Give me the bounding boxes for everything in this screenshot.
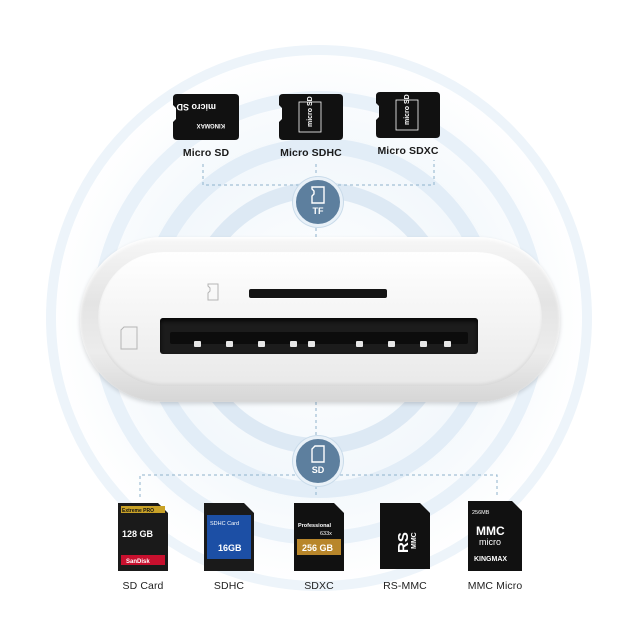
sd-card-slot [160,318,478,354]
micro-sd-card-1: micro SD KINGMAX [173,94,239,140]
slot-pin [290,341,297,347]
sandisk-capacity: 128 GB [122,529,154,539]
sandisk-series: Extreme PRO [122,508,154,514]
label-micro-sd: Micro SD [182,147,230,159]
sdxc-series: Professional [298,523,331,529]
ripple-ring-1 [46,45,592,591]
sd-badge-label: SD [311,465,325,475]
tf-badge: TF [293,177,343,227]
sdhc-capacity: 16GB [218,543,242,553]
label-micro-sdhc: Micro SDHC [280,147,342,159]
rs-mmc-sub: MMC [411,532,418,549]
micro-sdhc-card: micro SD [279,94,343,140]
slot-pin [308,341,315,347]
micro-sdxc-card: micro SD [376,92,440,138]
sdxc-speed: 633x [320,531,332,537]
mmc-micro-card: 256MB MMC micro KINGMAX [468,501,522,571]
sdhc-header: SDHC Card [210,521,239,527]
micro-sdhc-print: micro SD [307,96,314,127]
sd-slot-contacts [170,332,468,347]
label-mmc-micro: MMC Micro [467,580,523,592]
micro-sdxc-print: micro SD [404,94,411,125]
rs-mmc-print: RS [395,532,412,553]
micro-sd-print: micro SD [176,102,216,112]
sdxc-capacity: 256 GB [302,543,334,553]
sd-card-icon [311,445,325,463]
sd-badge: SD [293,436,343,486]
slot-pin [194,341,201,347]
slot-pin [226,341,233,347]
sd-card-sandisk: Extreme PRO 128 GB SanDisk [118,503,168,571]
sd-slot-icon [120,326,138,350]
label-rs-mmc: RS-MMC [383,580,427,592]
mmc-micro-line2: micro [479,537,501,547]
mmc-micro-line1: MMC [476,524,505,538]
sdhc-card: SDHC Card 16GB [204,503,254,571]
tf-card-slot [249,289,387,298]
tf-slot-icon [207,283,219,301]
mmc-micro-brand: KINGMAX [474,556,507,563]
label-micro-sdxc: Micro SDXC [377,145,439,157]
mmc-micro-capacity: 256MB [472,510,490,516]
label-sdhc: SDHC [213,580,245,592]
rs-mmc-card: RS MMC [380,503,430,569]
sdxc-card: Professional 633x 256 GB [294,503,344,571]
sandisk-brand: SanDisk [126,559,150,565]
slot-pin [388,341,395,347]
micro-sd-card-icon [311,186,325,204]
micro-sd-brand: KINGMAX [197,122,225,128]
tf-badge-label: TF [312,206,324,216]
slot-pin [444,341,451,347]
label-sdxc: SDXC [304,580,334,592]
slot-pin [258,341,265,347]
slot-pin [420,341,427,347]
label-sd-card: SD Card [122,580,164,592]
slot-pin [356,341,363,347]
